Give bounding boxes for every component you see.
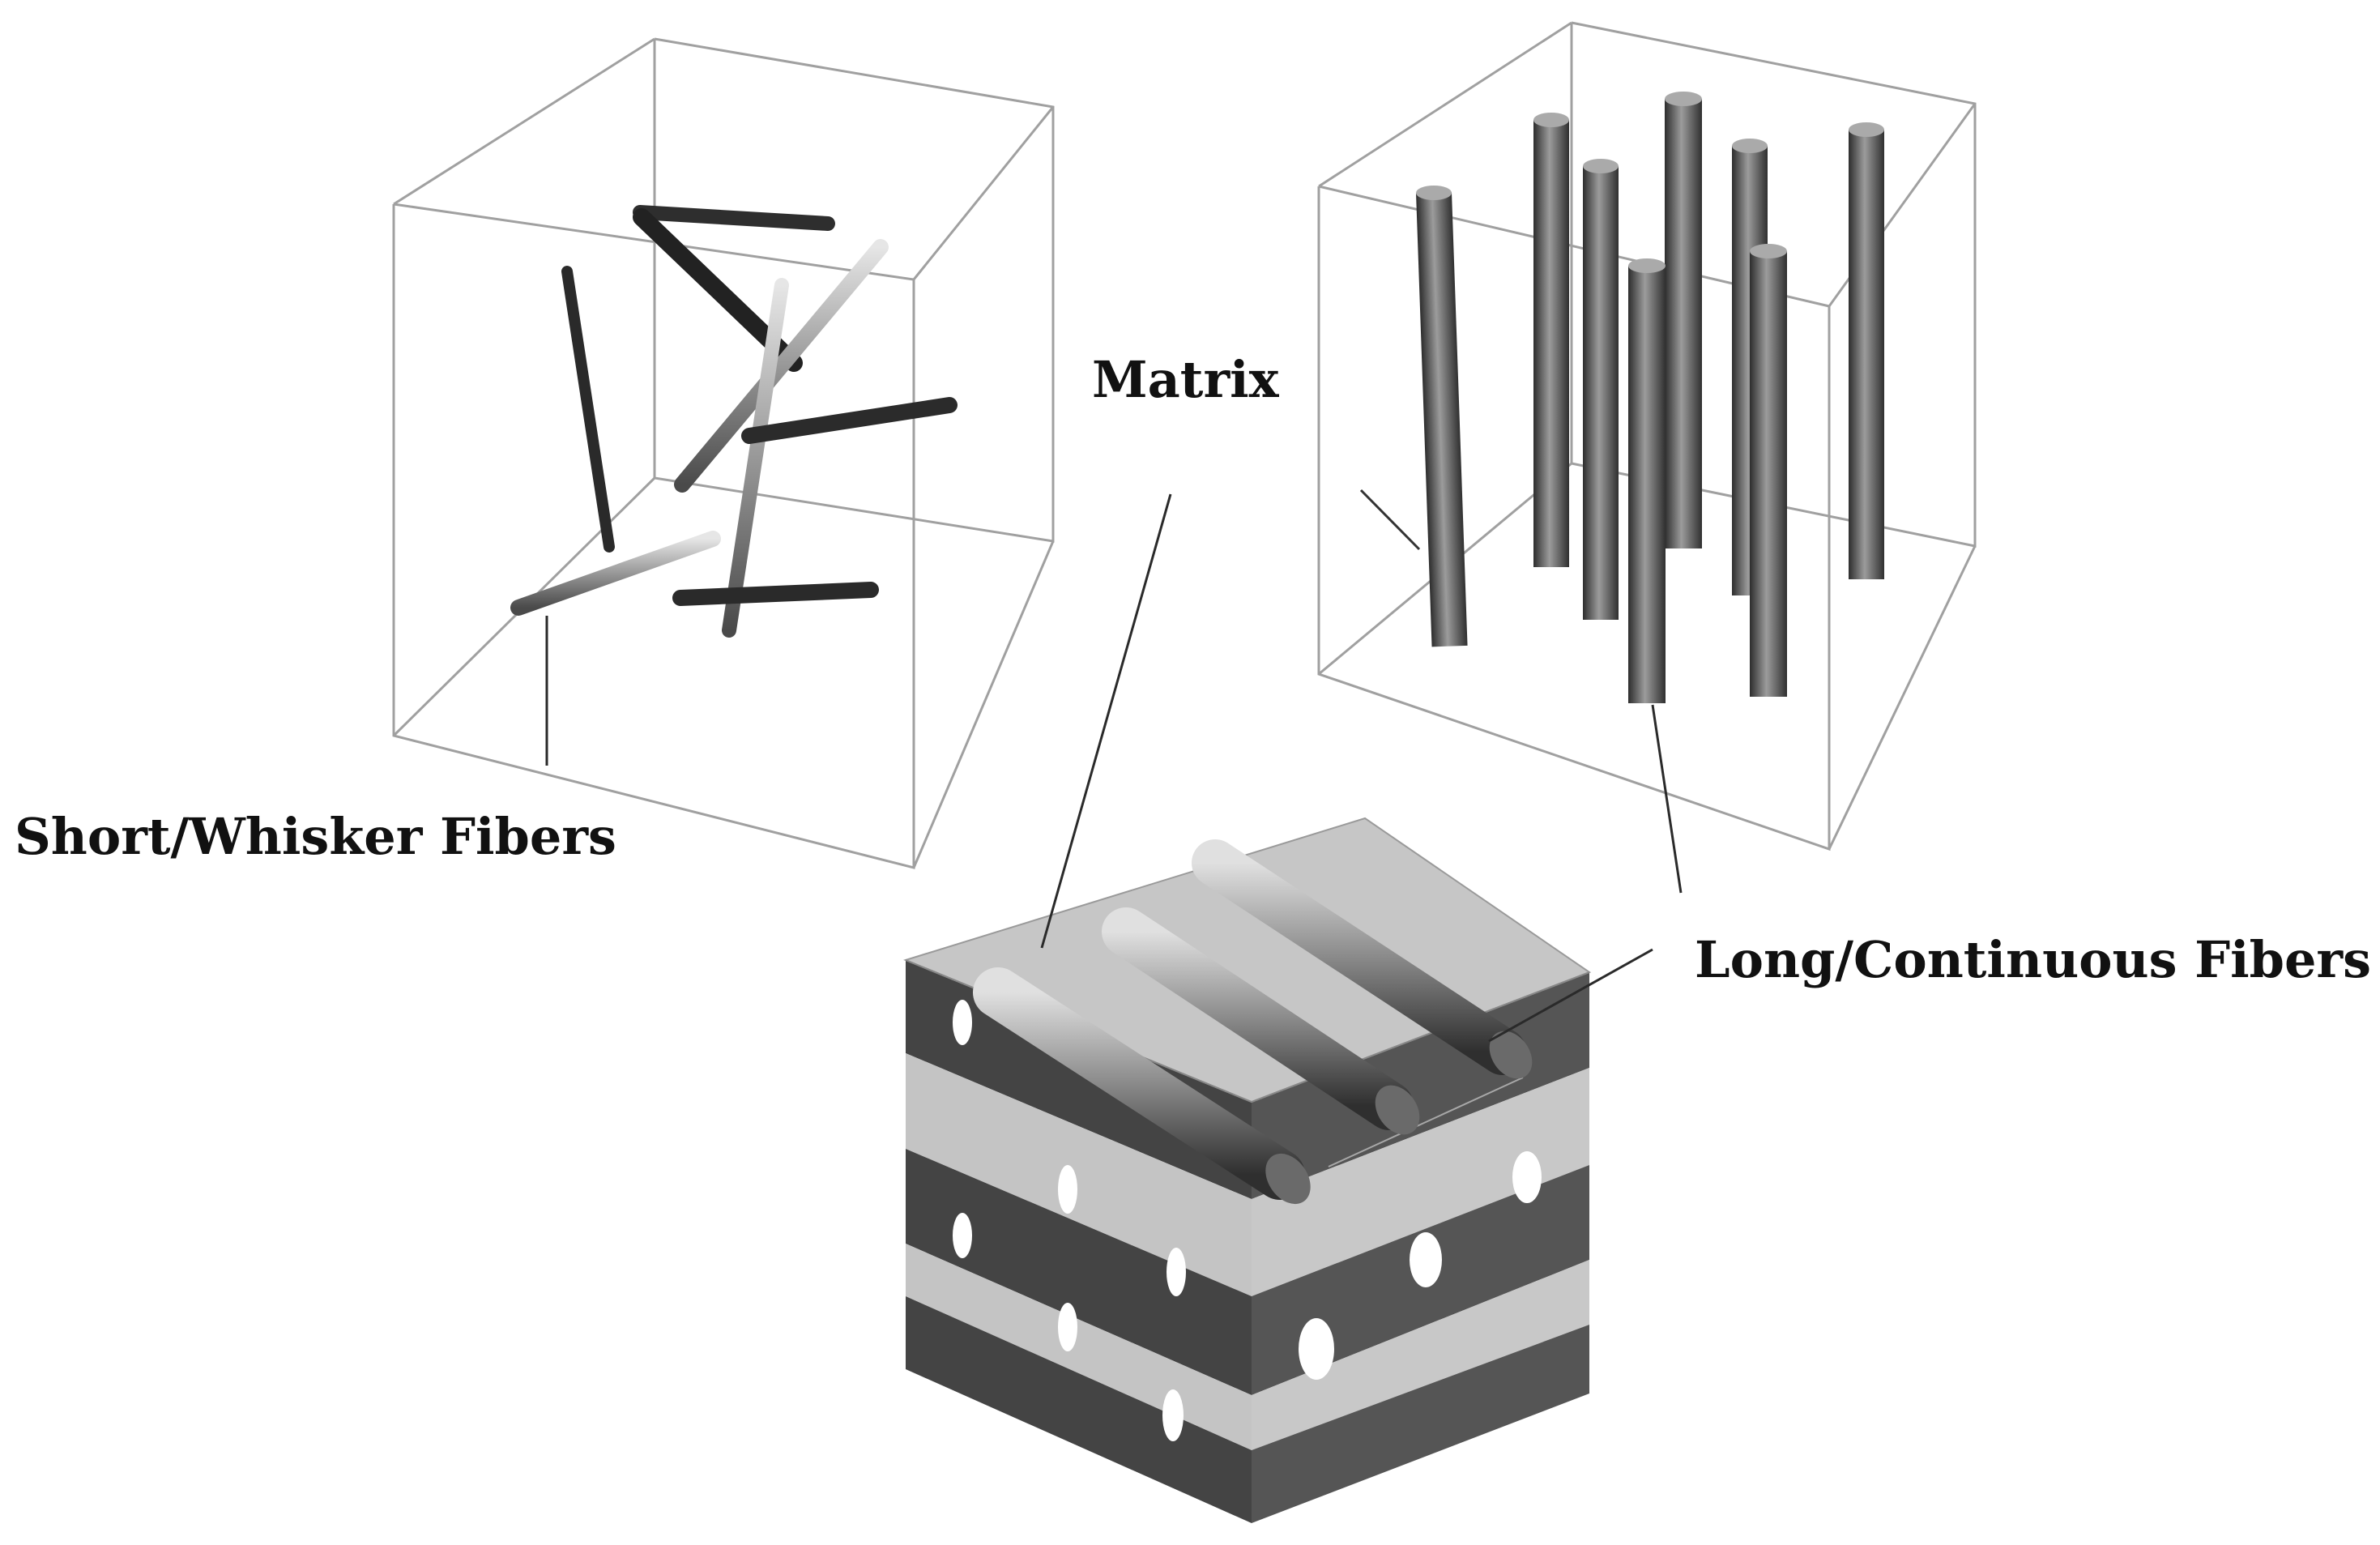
leader-lines bbox=[545, 493, 1683, 1043]
long-fiber bbox=[1583, 159, 1619, 620]
short-fibers bbox=[510, 205, 958, 638]
left-face-layer-2 bbox=[906, 1053, 1252, 1296]
right-face-layer-4 bbox=[1252, 1260, 1589, 1450]
long-fiber-leader-2 bbox=[1488, 948, 1653, 1043]
short-fiber bbox=[741, 397, 958, 444]
matrix-label: Matrix bbox=[1092, 350, 1279, 409]
long-fiber-leader bbox=[1651, 704, 1683, 894]
short-fiber bbox=[674, 239, 889, 493]
short-fiber bbox=[672, 582, 879, 606]
long-fiber bbox=[1533, 113, 1569, 567]
left-face-layer-1 bbox=[906, 960, 1252, 1199]
long-fibers bbox=[1416, 92, 1884, 703]
matrix-short-tick bbox=[1359, 489, 1421, 551]
right-face-layer-2 bbox=[1252, 1068, 1589, 1296]
short-fiber-box bbox=[392, 37, 1055, 869]
right-face-layer-5 bbox=[1252, 1325, 1589, 1523]
short-fiber bbox=[561, 266, 615, 553]
long-fiber bbox=[1628, 258, 1666, 703]
top-face-groove bbox=[1328, 1077, 1524, 1167]
left-face-layer-3 bbox=[906, 1149, 1252, 1395]
top-fiber bbox=[1192, 839, 1533, 1079]
short-box-wireframe bbox=[392, 37, 1055, 869]
long-fiber bbox=[1665, 92, 1702, 548]
top-fibers bbox=[973, 839, 1533, 1205]
short-fiber bbox=[722, 278, 789, 638]
fiber-ends-right bbox=[1299, 1151, 1542, 1380]
left-face-layer-5 bbox=[906, 1296, 1252, 1523]
long-fiber bbox=[1849, 122, 1884, 579]
top-fiber bbox=[973, 967, 1311, 1205]
top-fiber bbox=[1102, 907, 1420, 1135]
laminate-cube bbox=[903, 817, 1592, 1523]
short-fiber bbox=[633, 205, 835, 231]
long-fiber bbox=[1750, 244, 1787, 697]
matrix-leader bbox=[1040, 493, 1172, 949]
long-fiber bbox=[1416, 186, 1468, 647]
short-fibers-label: Short/Whisker Fibers bbox=[15, 807, 616, 866]
fiber-ends-left bbox=[953, 1000, 1186, 1441]
long-fiber-box bbox=[1317, 21, 1977, 851]
short-fiber bbox=[510, 531, 721, 616]
long-fibers-label: Long/Continuous Fibers bbox=[1695, 930, 2372, 989]
